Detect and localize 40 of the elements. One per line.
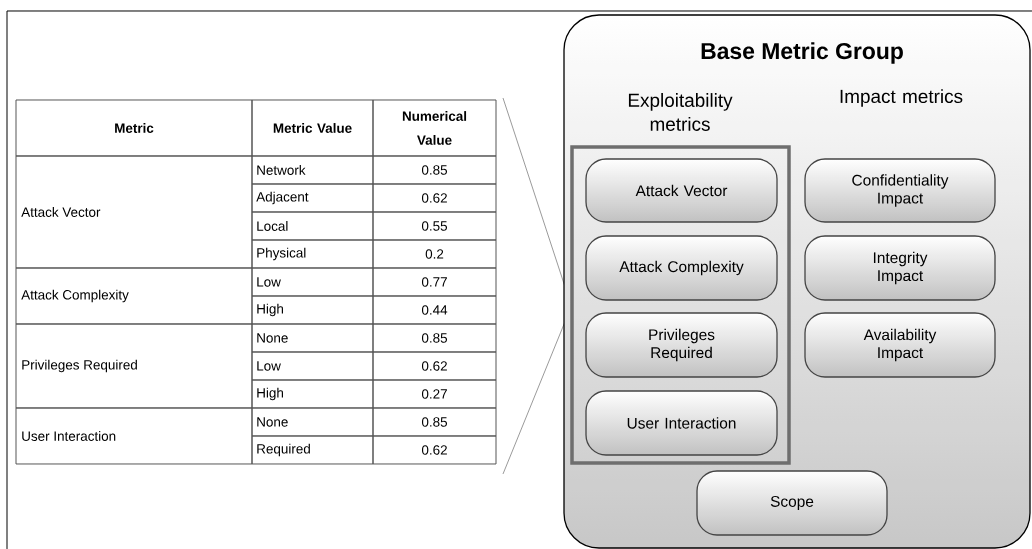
table-header-cell: Numerical Value	[372, 99, 497, 157]
metric-pill: Attack Complexity	[585, 235, 778, 301]
table-cell: High	[251, 295, 374, 325]
table-cell: 0.62	[372, 351, 497, 381]
table-header-cell: Metric Value	[251, 99, 374, 157]
table-cell: 0.85	[372, 155, 497, 185]
table-cell: 0.44	[372, 295, 497, 325]
column-heading: Exploitability metrics	[628, 93, 733, 131]
metric-pill: Attack Vector	[585, 158, 778, 223]
table-cell: Physical	[251, 239, 374, 269]
table-cell: Required	[251, 435, 374, 465]
table-cell: Adjacent	[251, 183, 374, 213]
metric-pill: User Interaction	[585, 390, 778, 456]
metric-pill: Integrity Impact	[804, 235, 996, 301]
metric-pill: Privileges Required	[585, 312, 778, 378]
group-title: Base Metric Group	[701, 42, 903, 64]
metric-pill: Confidentiality Impact	[804, 158, 996, 223]
table-cell: 0.62	[372, 435, 497, 465]
table-header-cell: Metric	[15, 99, 253, 157]
table-cell: 0.2	[372, 239, 497, 269]
table-cell: Low	[251, 351, 374, 381]
table-cell: 0.85	[372, 323, 497, 353]
table-cell: None	[251, 407, 374, 437]
table-cell: Network	[251, 155, 374, 185]
column-heading: Impact metrics	[840, 89, 963, 107]
table-cell: User Interaction	[15, 407, 253, 465]
table-cell: 0.27	[372, 379, 497, 409]
table-cell: 0.77	[372, 267, 497, 297]
table-cell: Attack Complexity	[15, 267, 253, 325]
metric-pill: Scope	[696, 470, 888, 536]
table-cell: 0.85	[372, 407, 497, 437]
metric-pill: Availability Impact	[804, 312, 996, 378]
table-cell: None	[251, 323, 374, 353]
table-cell: Low	[251, 267, 374, 297]
table-cell: Attack Vector	[15, 155, 253, 269]
table-cell: Privileges Required	[15, 323, 253, 409]
table-cell: 0.62	[372, 183, 497, 213]
table-cell: 0.55	[372, 211, 497, 241]
table-cell: Local	[251, 211, 374, 241]
table-cell: High	[251, 379, 374, 409]
